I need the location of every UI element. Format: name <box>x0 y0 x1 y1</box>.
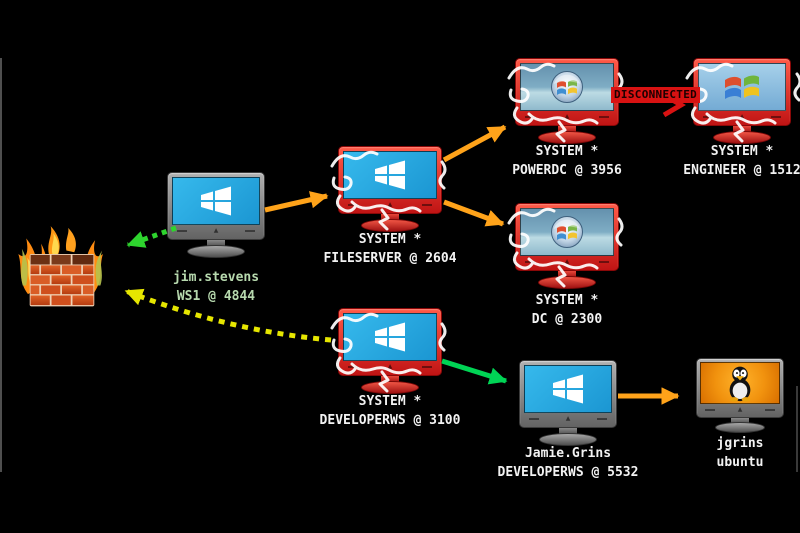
screen-edge-line-right <box>796 386 798 472</box>
edge-developerws-jamie <box>441 358 508 385</box>
windows8-logo-icon <box>375 322 405 352</box>
disconnected-badge: DISCONNECTED <box>611 87 701 103</box>
monitor-ws1: ▲ <box>167 172 265 258</box>
windows8-logo-icon <box>375 160 405 190</box>
monitor-engineer: ▲ <box>685 58 800 144</box>
host-label-line1: SYSTEM * <box>710 144 774 159</box>
monitor-controls: ▲ <box>343 199 437 209</box>
host-label-line2: DC @ 2300 <box>531 312 603 327</box>
monitor-powerdc: ▲ <box>507 58 624 144</box>
edge-fileserver-dc <box>443 199 505 227</box>
host-node-jamie[interactable]: ▲ Jamie.Grins DEVELOPERWS @ 5532 <box>498 360 638 480</box>
host-label-line1: jgrins <box>716 436 764 451</box>
host-label-line1: Jamie.Grins <box>524 446 612 461</box>
tux-linux-icon <box>729 366 751 402</box>
firewall-node[interactable] <box>14 224 110 312</box>
host-label-line1: SYSTEM * <box>535 144 599 159</box>
host-label-line2: DEVELOPERWS @ 5532 <box>497 465 639 480</box>
host-label-line1: SYSTEM * <box>358 394 422 409</box>
windows-vista-orb-icon <box>551 216 583 248</box>
windows8-logo-icon <box>201 186 231 216</box>
host-label-line2: ubuntu <box>716 455 764 470</box>
monitor-jamie: ▲ <box>519 360 617 446</box>
host-label-line2: FILESERVER @ 2604 <box>323 251 457 266</box>
host-node-powerdc[interactable]: ▲ SYSTEM * POWERDC @ 3956 <box>507 58 624 178</box>
host-label-line2: ENGINEER @ 1512 <box>683 163 800 178</box>
host-label-line2: DEVELOPERWS @ 3100 <box>319 413 461 428</box>
host-node-ws1[interactable]: ▲ jim.stevens WS1 @ 4844 <box>167 172 265 304</box>
host-label-line1: SYSTEM * <box>535 293 599 308</box>
windows8-logo-icon <box>553 374 583 404</box>
host-label-line1: jim.stevens <box>172 270 260 285</box>
host-node-jgrins[interactable]: ▲ jgrins ubuntu <box>696 358 784 470</box>
monitor-controls: ▲ <box>700 404 780 414</box>
windows-vista-orb-icon <box>551 71 583 103</box>
host-node-dc[interactable]: ▲ SYSTEM * DC @ 2300 <box>507 203 624 327</box>
windows-xp-logo-icon <box>725 75 759 99</box>
host-label-line2: WS1 @ 4844 <box>176 289 256 304</box>
monitor-controls: ▲ <box>520 111 614 121</box>
monitor-controls: ▲ <box>524 413 612 423</box>
monitor-controls: ▲ <box>698 111 786 121</box>
host-node-developerws[interactable]: ▲ SYSTEM * DEVELOPERWS @ 3100 <box>320 308 460 428</box>
screen-edge-line-left <box>0 58 2 472</box>
edge-fileserver-powerdc <box>442 124 507 163</box>
firewall-icon <box>18 226 104 307</box>
monitor-controls: ▲ <box>172 225 260 235</box>
monitor-controls: ▲ <box>343 361 437 371</box>
monitor-dc: ▲ <box>507 203 624 289</box>
monitor-fileserver: ▲ <box>330 146 447 232</box>
host-node-engineer[interactable]: ▲ SYSTEM * ENGINEER @ 1512 <box>683 58 800 178</box>
host-label-line2: POWERDC @ 3956 <box>512 163 622 178</box>
monitor-developerws: ▲ <box>330 308 447 394</box>
monitor-jgrins: ▲ <box>696 358 784 433</box>
host-node-fileserver[interactable]: ▲ SYSTEM * FILESERVER @ 2604 <box>323 146 457 266</box>
host-label-line1: SYSTEM * <box>358 232 422 247</box>
edge-ws1-fileserver <box>264 191 329 213</box>
monitor-controls: ▲ <box>520 256 614 266</box>
